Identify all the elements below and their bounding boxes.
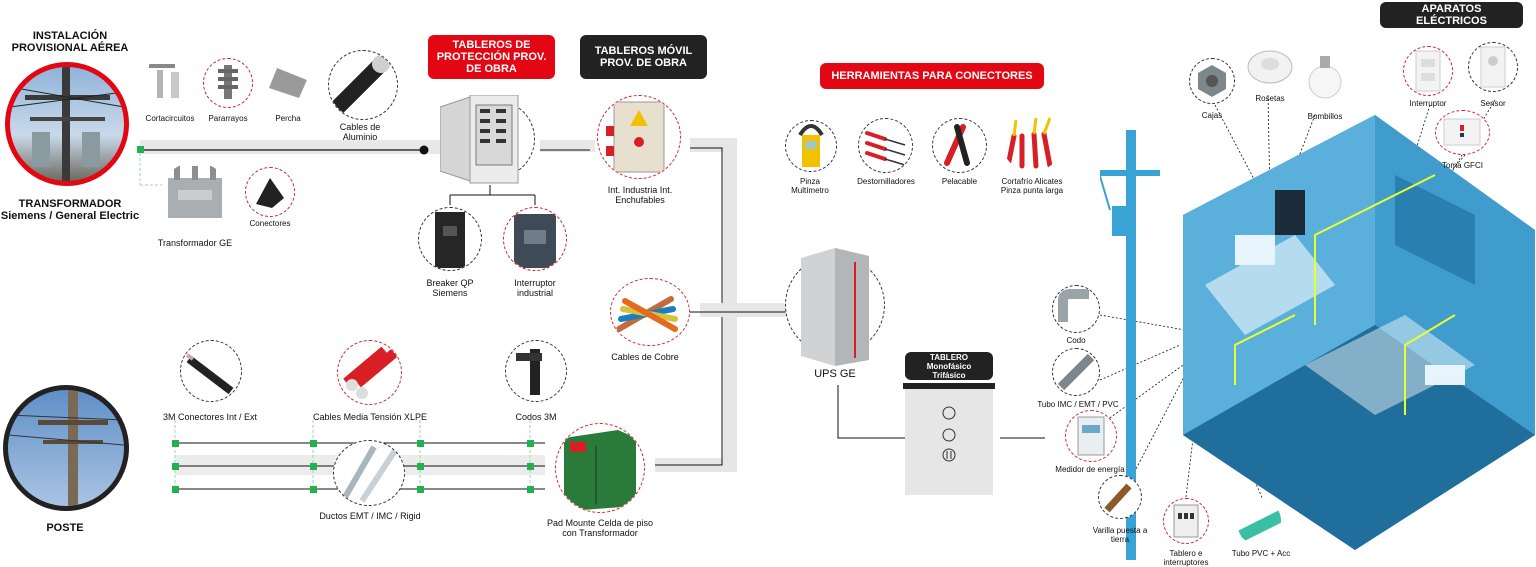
node	[527, 486, 534, 493]
varilla-image	[1098, 475, 1142, 519]
node	[527, 440, 534, 447]
ductos-label: Ductos EMT / IMC / Rigid	[319, 511, 421, 521]
interruptor-image	[1403, 46, 1453, 96]
cables-cobre-image	[610, 278, 690, 346]
utility-pole	[1099, 130, 1160, 560]
interruptor-label: Interruptor	[1409, 99, 1447, 108]
cables-aluminio-label: Cables de Aluminio	[339, 122, 381, 142]
transformador-ge-label: Transformador GE	[157, 238, 233, 248]
panel-box	[439, 94, 520, 185]
interruptor-industrial-label: Interruptor industrial	[514, 278, 556, 298]
tubo-pvc-image	[1235, 498, 1281, 544]
cajas-image	[1189, 58, 1235, 104]
cortafrio-image	[1002, 112, 1062, 172]
destornilladores-label: Destornilladores	[857, 177, 915, 186]
node	[310, 486, 317, 493]
poste-title: POSTE	[46, 522, 84, 534]
ups-label: UPS GE	[814, 368, 856, 380]
node	[417, 463, 424, 470]
breaker-qp-label: Breaker QP Siemens	[426, 278, 474, 298]
toma-gfci-image	[1435, 110, 1490, 155]
cables-cobre-label: Cables de Cobre	[611, 352, 679, 362]
conectores-image	[245, 167, 295, 217]
bombillos-image	[1305, 52, 1345, 108]
node	[172, 440, 179, 447]
transformador-ge-image	[160, 162, 230, 232]
codo-image	[1052, 285, 1100, 333]
node	[417, 486, 424, 493]
cortafrio-label: Cortafrío Alicates Pinza punta larga	[1000, 177, 1064, 195]
cortacircuitos-label: Cortacircuitos	[145, 114, 195, 123]
conectores-3m-image	[180, 340, 242, 402]
node	[310, 440, 317, 447]
tablero-movil-image	[597, 95, 681, 179]
tablero-mono-pill[interactable]: TABLERO Monofásico Trifásico	[905, 352, 993, 380]
bombillos-label: Bombillos	[1307, 112, 1343, 121]
cortacircuitos-image	[143, 56, 193, 106]
percha-image	[263, 58, 313, 108]
tubo-imc-image	[1052, 348, 1100, 396]
sensor-image	[1468, 42, 1518, 92]
cajas-label: Cajas	[1201, 111, 1223, 120]
node	[172, 463, 179, 470]
tubo-pvc-label: Tubo PVC + Acc	[1231, 549, 1291, 558]
herramientas-pill[interactable]: HERRAMIENTAS PARA CONECTORES	[820, 63, 1044, 89]
pad-mounte-image	[555, 423, 645, 513]
codos-3m-image	[505, 340, 567, 402]
tubo-imc-label: Tubo IMC / EMT / PVC	[1037, 400, 1119, 409]
codo-label: Codo	[1066, 336, 1086, 345]
interruptor-industrial-image	[503, 207, 567, 271]
node	[527, 463, 534, 470]
pelacable-image	[932, 118, 987, 173]
tableros-proteccion-pill[interactable]: TABLEROS DE PROTECCIÓN PROV. DE OBRA	[428, 35, 555, 79]
pinza-image	[785, 120, 837, 172]
pole-photo	[3, 385, 129, 511]
rosetas-image	[1245, 42, 1295, 92]
transformador-title: TRANSFORMADOR	[18, 198, 122, 210]
cables-aluminio-image	[328, 50, 398, 120]
pararrayos-label: Pararrayos	[208, 114, 248, 123]
pinza-label: Pinza Multímetro	[791, 177, 829, 195]
transformador-subtitle: Siemens / General Electric	[0, 210, 140, 222]
pad-mounte-label: Pad Mounte Celda de piso con Transformad…	[546, 518, 654, 538]
varilla-label: Varilla puesta a tierra	[1092, 526, 1148, 544]
instalacion-title: INSTALACIÓN PROVISIONAL AÉREA	[11, 30, 129, 54]
transformer-photo	[5, 62, 129, 186]
tablero-interruptores-image	[1163, 498, 1209, 544]
connector-node	[137, 146, 144, 153]
tablero-mono-box	[905, 389, 993, 495]
cables-media-label: Cables Media Tensión XLPE	[313, 412, 427, 422]
node	[310, 463, 317, 470]
aparatos-pill[interactable]: APARATOS ELÉCTRICOS	[1380, 2, 1523, 28]
conectores-3m-label: 3M Conectores Int / Ext	[162, 412, 258, 422]
codos-3m-label: Codos 3M	[515, 412, 557, 422]
rosetas-label: Rosetas	[1255, 94, 1285, 103]
ups-image	[795, 248, 875, 366]
ductos-image	[333, 440, 405, 506]
house-illustration	[1175, 115, 1535, 550]
node	[172, 486, 179, 493]
pararrayos-image	[203, 58, 253, 108]
toma-gfci-label: Toma GFCI	[1442, 161, 1483, 170]
tableros-movil-pill[interactable]: TABLEROS MÓVIL PROV. DE OBRA	[580, 35, 707, 79]
destornilladores-image	[858, 118, 913, 173]
cables-media-image	[337, 340, 402, 405]
conectores-label: Conectores	[249, 219, 291, 228]
pelacable-label: Pelacable	[941, 177, 978, 186]
tablero-mono-top	[903, 383, 995, 389]
percha-label: Percha	[275, 114, 301, 123]
breaker-qp-image	[418, 207, 482, 271]
sensor-label: Sensor	[1480, 99, 1506, 108]
node	[417, 440, 424, 447]
tablero-interruptores-label: Tablero e interruptores	[1163, 549, 1209, 567]
medidor-label: Medidor de energía	[1055, 465, 1125, 474]
int-industria-label: Int. Industria Int. Enchufables	[607, 185, 673, 205]
medidor-image	[1065, 410, 1117, 462]
